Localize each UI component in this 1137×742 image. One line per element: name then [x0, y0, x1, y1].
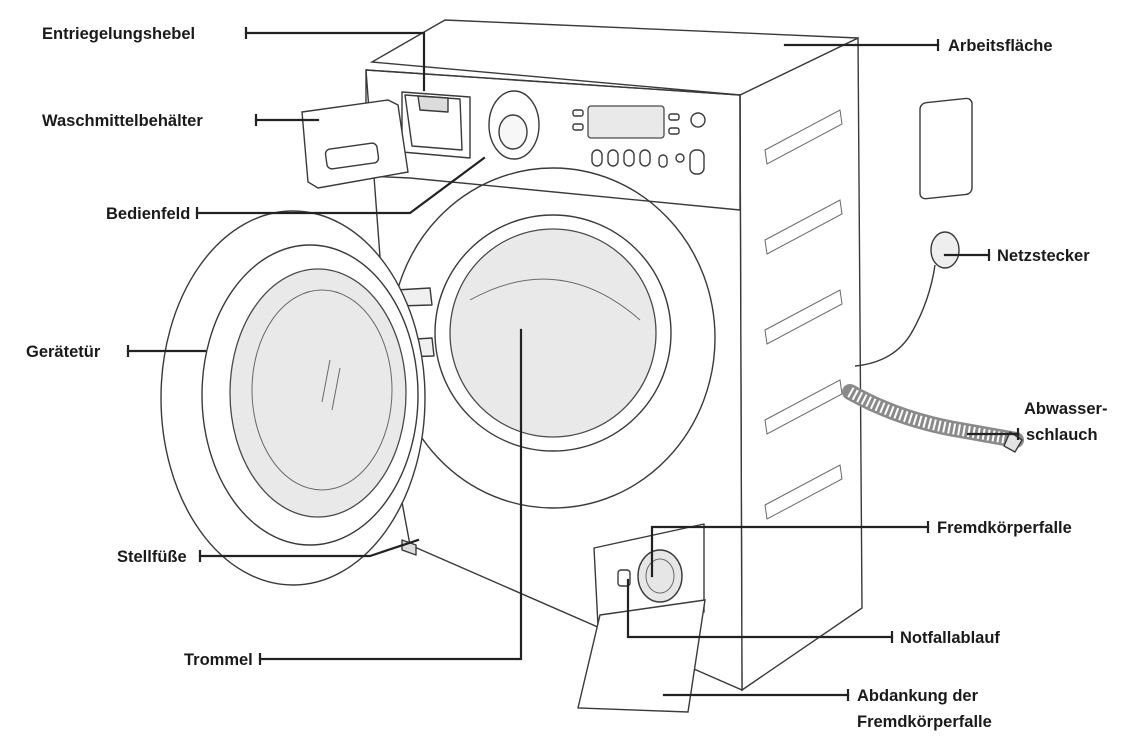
leader-lines [126, 27, 1020, 701]
filter-access-area [593, 523, 705, 627]
label-trommel: Trommel [184, 651, 253, 669]
door-inner-ring [201, 244, 419, 546]
filter-cover [577, 599, 706, 713]
label-waschmittelbehaelter: Waschmittelbehälter [42, 112, 203, 130]
program-knob-ring [488, 90, 540, 160]
machine-side-panel [739, 36, 863, 692]
drum-interior [449, 228, 657, 438]
washing-machine-illustration [160, 19, 1024, 713]
drawer-handle [324, 142, 380, 170]
power-plug [930, 231, 960, 269]
door-glass [229, 268, 407, 518]
detergent-drawer-front [301, 99, 409, 189]
drain-hose [842, 384, 1024, 448]
wall-socket [919, 97, 973, 200]
emergency-drain-hose [617, 569, 631, 587]
label-arbeitsflaeche: Arbeitsfläche [948, 37, 1053, 55]
label-stellfuesse: Stellfüße [117, 548, 187, 566]
label-geraetetuer: Gerätetür [26, 343, 101, 361]
control-display [587, 105, 665, 139]
callout-labels: Entriegelungshebel Waschmittelbehälter B… [26, 25, 1107, 731]
label-abwasserschlauch-line2: schlauch [1026, 426, 1098, 444]
program-knob [498, 114, 528, 150]
label-abdankung-line2: Fremdkörperfalle [857, 713, 992, 731]
power-cable [854, 264, 936, 367]
label-fremdkoerperfalle: Fremdkörperfalle [937, 519, 1072, 537]
label-abdankung-line1: Abdankung der [857, 687, 979, 705]
door-opening-gasket [434, 214, 672, 452]
label-abwasserschlauch-line1: Abwasser- [1024, 400, 1107, 418]
side-panel-ribs [764, 109, 843, 520]
control-buttons [572, 109, 706, 175]
label-bedienfeld: Bedienfeld [106, 205, 190, 223]
debris-filter [637, 549, 683, 603]
label-notfallablauf: Notfallablauf [900, 629, 1000, 647]
drawer-release-lever-shape [417, 95, 449, 113]
label-entriegelungshebel: Entriegelungshebel [42, 25, 195, 43]
label-netzstecker: Netzstecker [997, 247, 1090, 265]
